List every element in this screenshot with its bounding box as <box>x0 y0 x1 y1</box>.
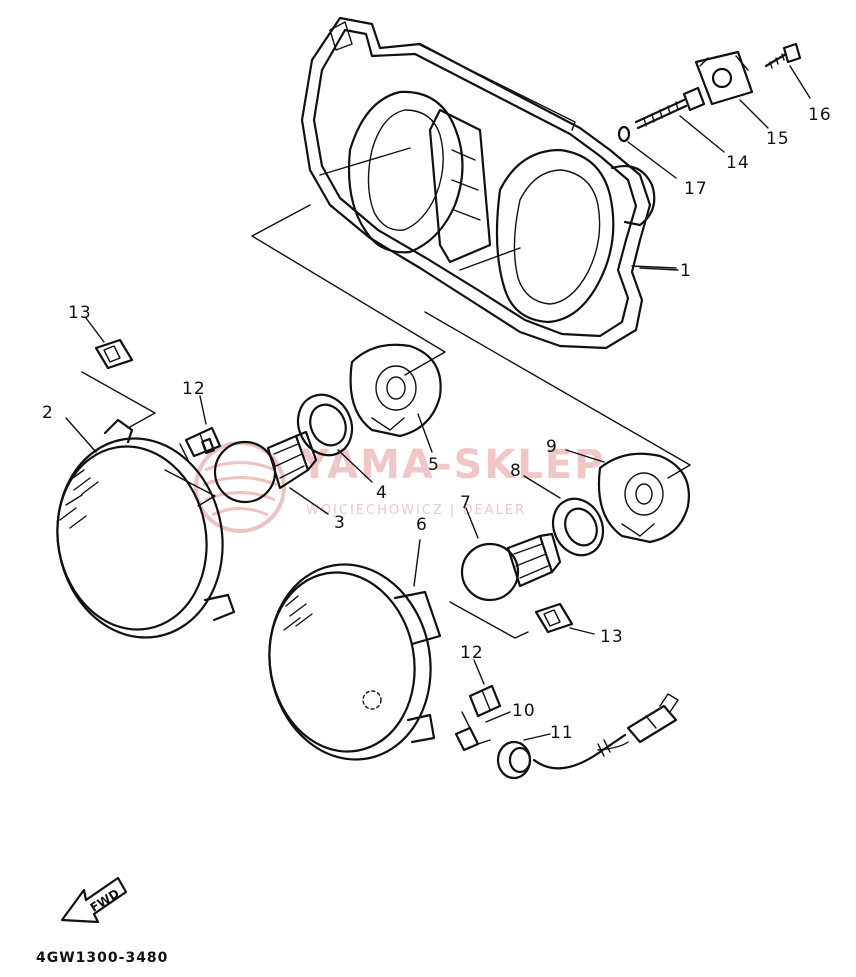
callout-3: 3 <box>334 513 346 533</box>
callout-12-upper: 12 <box>182 379 206 399</box>
callout-10: 10 <box>512 701 536 721</box>
callout-11: 11 <box>550 723 574 743</box>
callout-labels: 1 2 3 4 5 6 7 8 9 10 11 12 12 13 13 14 1… <box>42 105 832 743</box>
callout-12-lower: 12 <box>460 643 484 663</box>
part-2-left-lens <box>56 418 236 639</box>
part-10-small-bulb <box>454 726 491 752</box>
part-11-socket-cord <box>496 693 679 780</box>
part-1-headlight-housing <box>300 16 656 350</box>
part-9-reflector <box>597 452 690 544</box>
callout-15: 15 <box>766 129 790 149</box>
callout-1: 1 <box>680 261 692 281</box>
fwd-arrow-icon: FWD <box>60 876 128 924</box>
callout-9: 9 <box>546 437 558 457</box>
part-8-socket-ring <box>551 497 605 557</box>
callout-13-upper: 13 <box>68 303 92 323</box>
part-14-adjust-screw <box>634 86 706 130</box>
watermark: YAMA-SKLEP WOJCIECHOWICZ | DEALER <box>194 441 605 533</box>
part-13-clip-lower <box>534 602 574 634</box>
fwd-label: FWD <box>88 886 122 915</box>
part-3-bulb <box>201 430 318 504</box>
drawing-code: 4GW1300-3480 <box>36 950 168 966</box>
reference-lines <box>81 204 691 751</box>
part-15-nut-plate <box>694 50 754 106</box>
callout-14: 14 <box>726 153 750 173</box>
callout-17: 17 <box>684 179 708 199</box>
callout-5: 5 <box>428 455 440 475</box>
part-12-holder-upper <box>179 426 222 461</box>
watermark-brand: YAMA-SKLEP <box>299 442 605 488</box>
part-6-right-lens <box>268 563 442 761</box>
part-12-holder-lower <box>461 684 502 729</box>
leader-lines <box>65 65 811 741</box>
callout-16: 16 <box>808 105 832 125</box>
callout-6: 6 <box>416 515 428 535</box>
part-13-clip-upper <box>94 338 134 370</box>
part-7-bulb <box>460 532 562 602</box>
callout-7: 7 <box>460 493 472 513</box>
callout-4: 4 <box>376 483 388 503</box>
part-17-o-ring <box>617 125 631 143</box>
callout-13-lower: 13 <box>600 627 624 647</box>
part-16-screw <box>764 42 802 69</box>
callout-8: 8 <box>510 461 522 481</box>
callout-2: 2 <box>42 403 54 423</box>
part-5-reflector <box>349 343 442 438</box>
watermark-tagline: WOJCIECHOWICZ | DEALER <box>306 503 526 518</box>
part-4-socket-ring <box>296 393 354 457</box>
